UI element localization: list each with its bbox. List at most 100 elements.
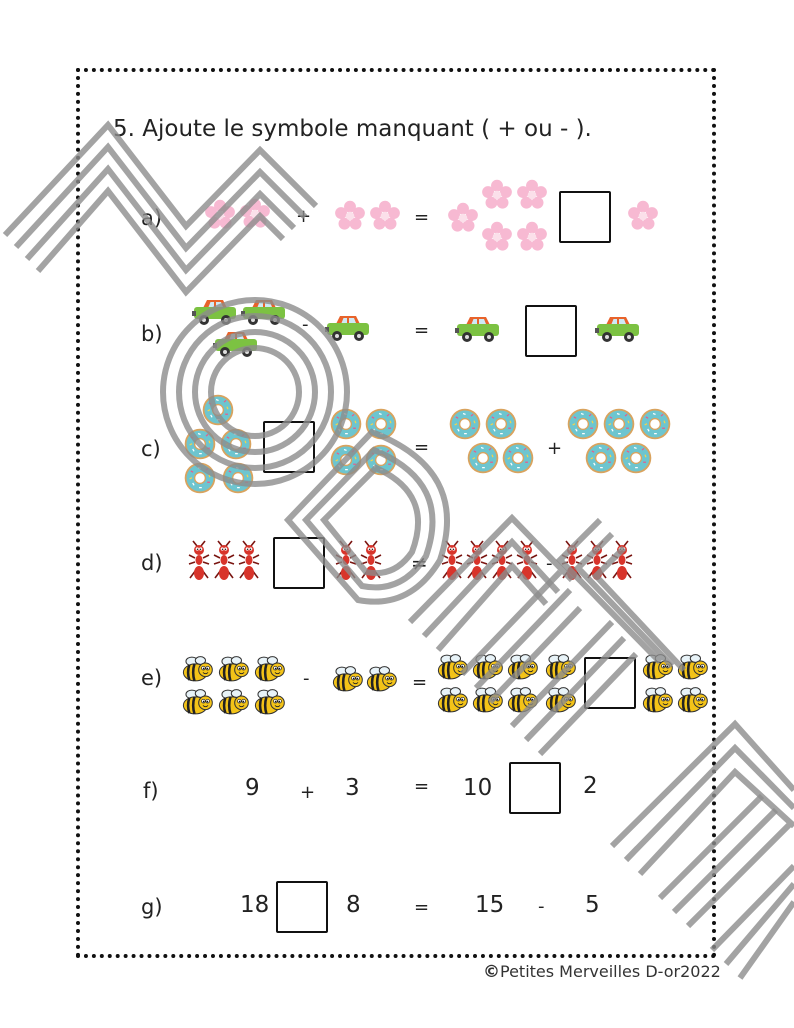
ant-icon xyxy=(515,540,539,584)
row-f-answer-box[interactable] xyxy=(509,762,561,814)
ant-icon xyxy=(440,540,464,584)
ant-icon xyxy=(187,540,211,584)
row-a-label: a) xyxy=(141,206,163,230)
donut-icon xyxy=(363,442,399,478)
row-g-label: g) xyxy=(141,895,163,919)
car-icon xyxy=(191,296,239,328)
worksheet-border xyxy=(76,68,716,958)
row-b-operator: - xyxy=(302,314,309,335)
copyright-symbol: © xyxy=(483,962,500,982)
ant-icon xyxy=(334,540,358,584)
row-g-number-4: 5 xyxy=(585,892,600,918)
row-g-number-2: 8 xyxy=(346,892,361,918)
donut-icon xyxy=(200,392,236,428)
row-e-answer-box[interactable] xyxy=(584,657,636,709)
bee-icon xyxy=(675,685,709,715)
ant-icon xyxy=(610,540,634,584)
donut-icon xyxy=(363,406,399,442)
bee-icon xyxy=(216,687,250,717)
row-f-number-1: 9 xyxy=(245,775,260,801)
row-g-number-1: 18 xyxy=(240,892,270,918)
donut-icon xyxy=(328,442,364,478)
bee-icon xyxy=(470,652,504,682)
donut-icon xyxy=(583,440,619,476)
row-b-answer-box[interactable] xyxy=(525,305,577,357)
bee-icon xyxy=(216,654,250,684)
donut-icon xyxy=(218,426,254,462)
bee-icon xyxy=(543,652,577,682)
flower-icon xyxy=(446,201,480,235)
row-g-answer-box[interactable] xyxy=(276,881,328,933)
row-d-answer-box[interactable] xyxy=(273,537,325,589)
bee-icon xyxy=(252,687,286,717)
row-d-label: d) xyxy=(141,551,163,575)
row-f-operator: + xyxy=(300,782,316,803)
car-icon xyxy=(324,312,372,344)
bee-icon xyxy=(435,685,469,715)
car-icon xyxy=(240,296,288,328)
ant-icon xyxy=(585,540,609,584)
bee-icon xyxy=(543,685,577,715)
row-a-operator: + xyxy=(296,206,312,227)
donut-icon xyxy=(465,440,501,476)
row-f-label: f) xyxy=(143,779,159,803)
row-g-operator: - xyxy=(538,896,545,917)
flower-icon xyxy=(515,220,549,254)
row-e-equals: = xyxy=(412,672,428,693)
row-e-operator: - xyxy=(303,668,310,689)
donut-icon xyxy=(637,406,673,442)
ant-icon xyxy=(560,540,584,584)
ant-icon xyxy=(212,540,236,584)
car-icon xyxy=(594,313,642,345)
ant-icon xyxy=(465,540,489,584)
row-f-equals: = xyxy=(414,776,430,797)
bee-icon xyxy=(180,687,214,717)
row-a-answer-box[interactable] xyxy=(559,191,611,243)
row-g-number-3: 15 xyxy=(475,892,505,918)
row-b-label: b) xyxy=(141,322,163,346)
row-d-not-equal: ≠ xyxy=(411,551,428,575)
row-e-label: e) xyxy=(141,666,163,690)
bee-icon xyxy=(252,654,286,684)
donut-icon xyxy=(483,406,519,442)
row-c-operator: + xyxy=(547,438,563,459)
donut-icon xyxy=(220,460,256,496)
bee-icon xyxy=(435,652,469,682)
bee-icon xyxy=(180,654,214,684)
bee-icon xyxy=(505,685,539,715)
flower-icon xyxy=(515,178,549,212)
exercise-title: 5. Ajoute le symbole manquant ( + ou - )… xyxy=(113,116,592,142)
car-icon xyxy=(212,328,260,360)
flower-icon xyxy=(333,199,367,233)
ant-icon xyxy=(237,540,261,584)
flower-icon xyxy=(203,198,237,232)
row-c-answer-box[interactable] xyxy=(263,421,315,473)
flower-icon xyxy=(238,197,272,231)
copyright-text: Petites Merveilles D-or2022 xyxy=(500,962,721,981)
row-f-number-4: 2 xyxy=(583,773,598,799)
copyright-footer: ©Petites Merveilles D-or2022 xyxy=(483,962,721,982)
row-c-label: c) xyxy=(141,437,161,461)
bee-icon xyxy=(364,664,398,694)
flower-icon xyxy=(480,178,514,212)
bee-icon xyxy=(640,685,674,715)
row-f-number-2: 3 xyxy=(345,775,360,801)
row-a-equals: = xyxy=(414,207,430,228)
donut-icon xyxy=(565,406,601,442)
ant-icon xyxy=(359,540,383,584)
car-icon xyxy=(454,313,502,345)
row-d-operator: - xyxy=(546,553,553,574)
bee-icon xyxy=(640,652,674,682)
donut-icon xyxy=(328,406,364,442)
donut-icon xyxy=(618,440,654,476)
bee-icon xyxy=(675,652,709,682)
donut-icon xyxy=(447,406,483,442)
row-g-equals: = xyxy=(414,897,430,918)
flower-icon xyxy=(480,220,514,254)
bee-icon xyxy=(330,664,364,694)
row-f-number-3: 10 xyxy=(463,775,493,801)
row-b-equals: = xyxy=(414,320,430,341)
ant-icon xyxy=(490,540,514,584)
bee-icon xyxy=(470,685,504,715)
donut-icon xyxy=(500,440,536,476)
